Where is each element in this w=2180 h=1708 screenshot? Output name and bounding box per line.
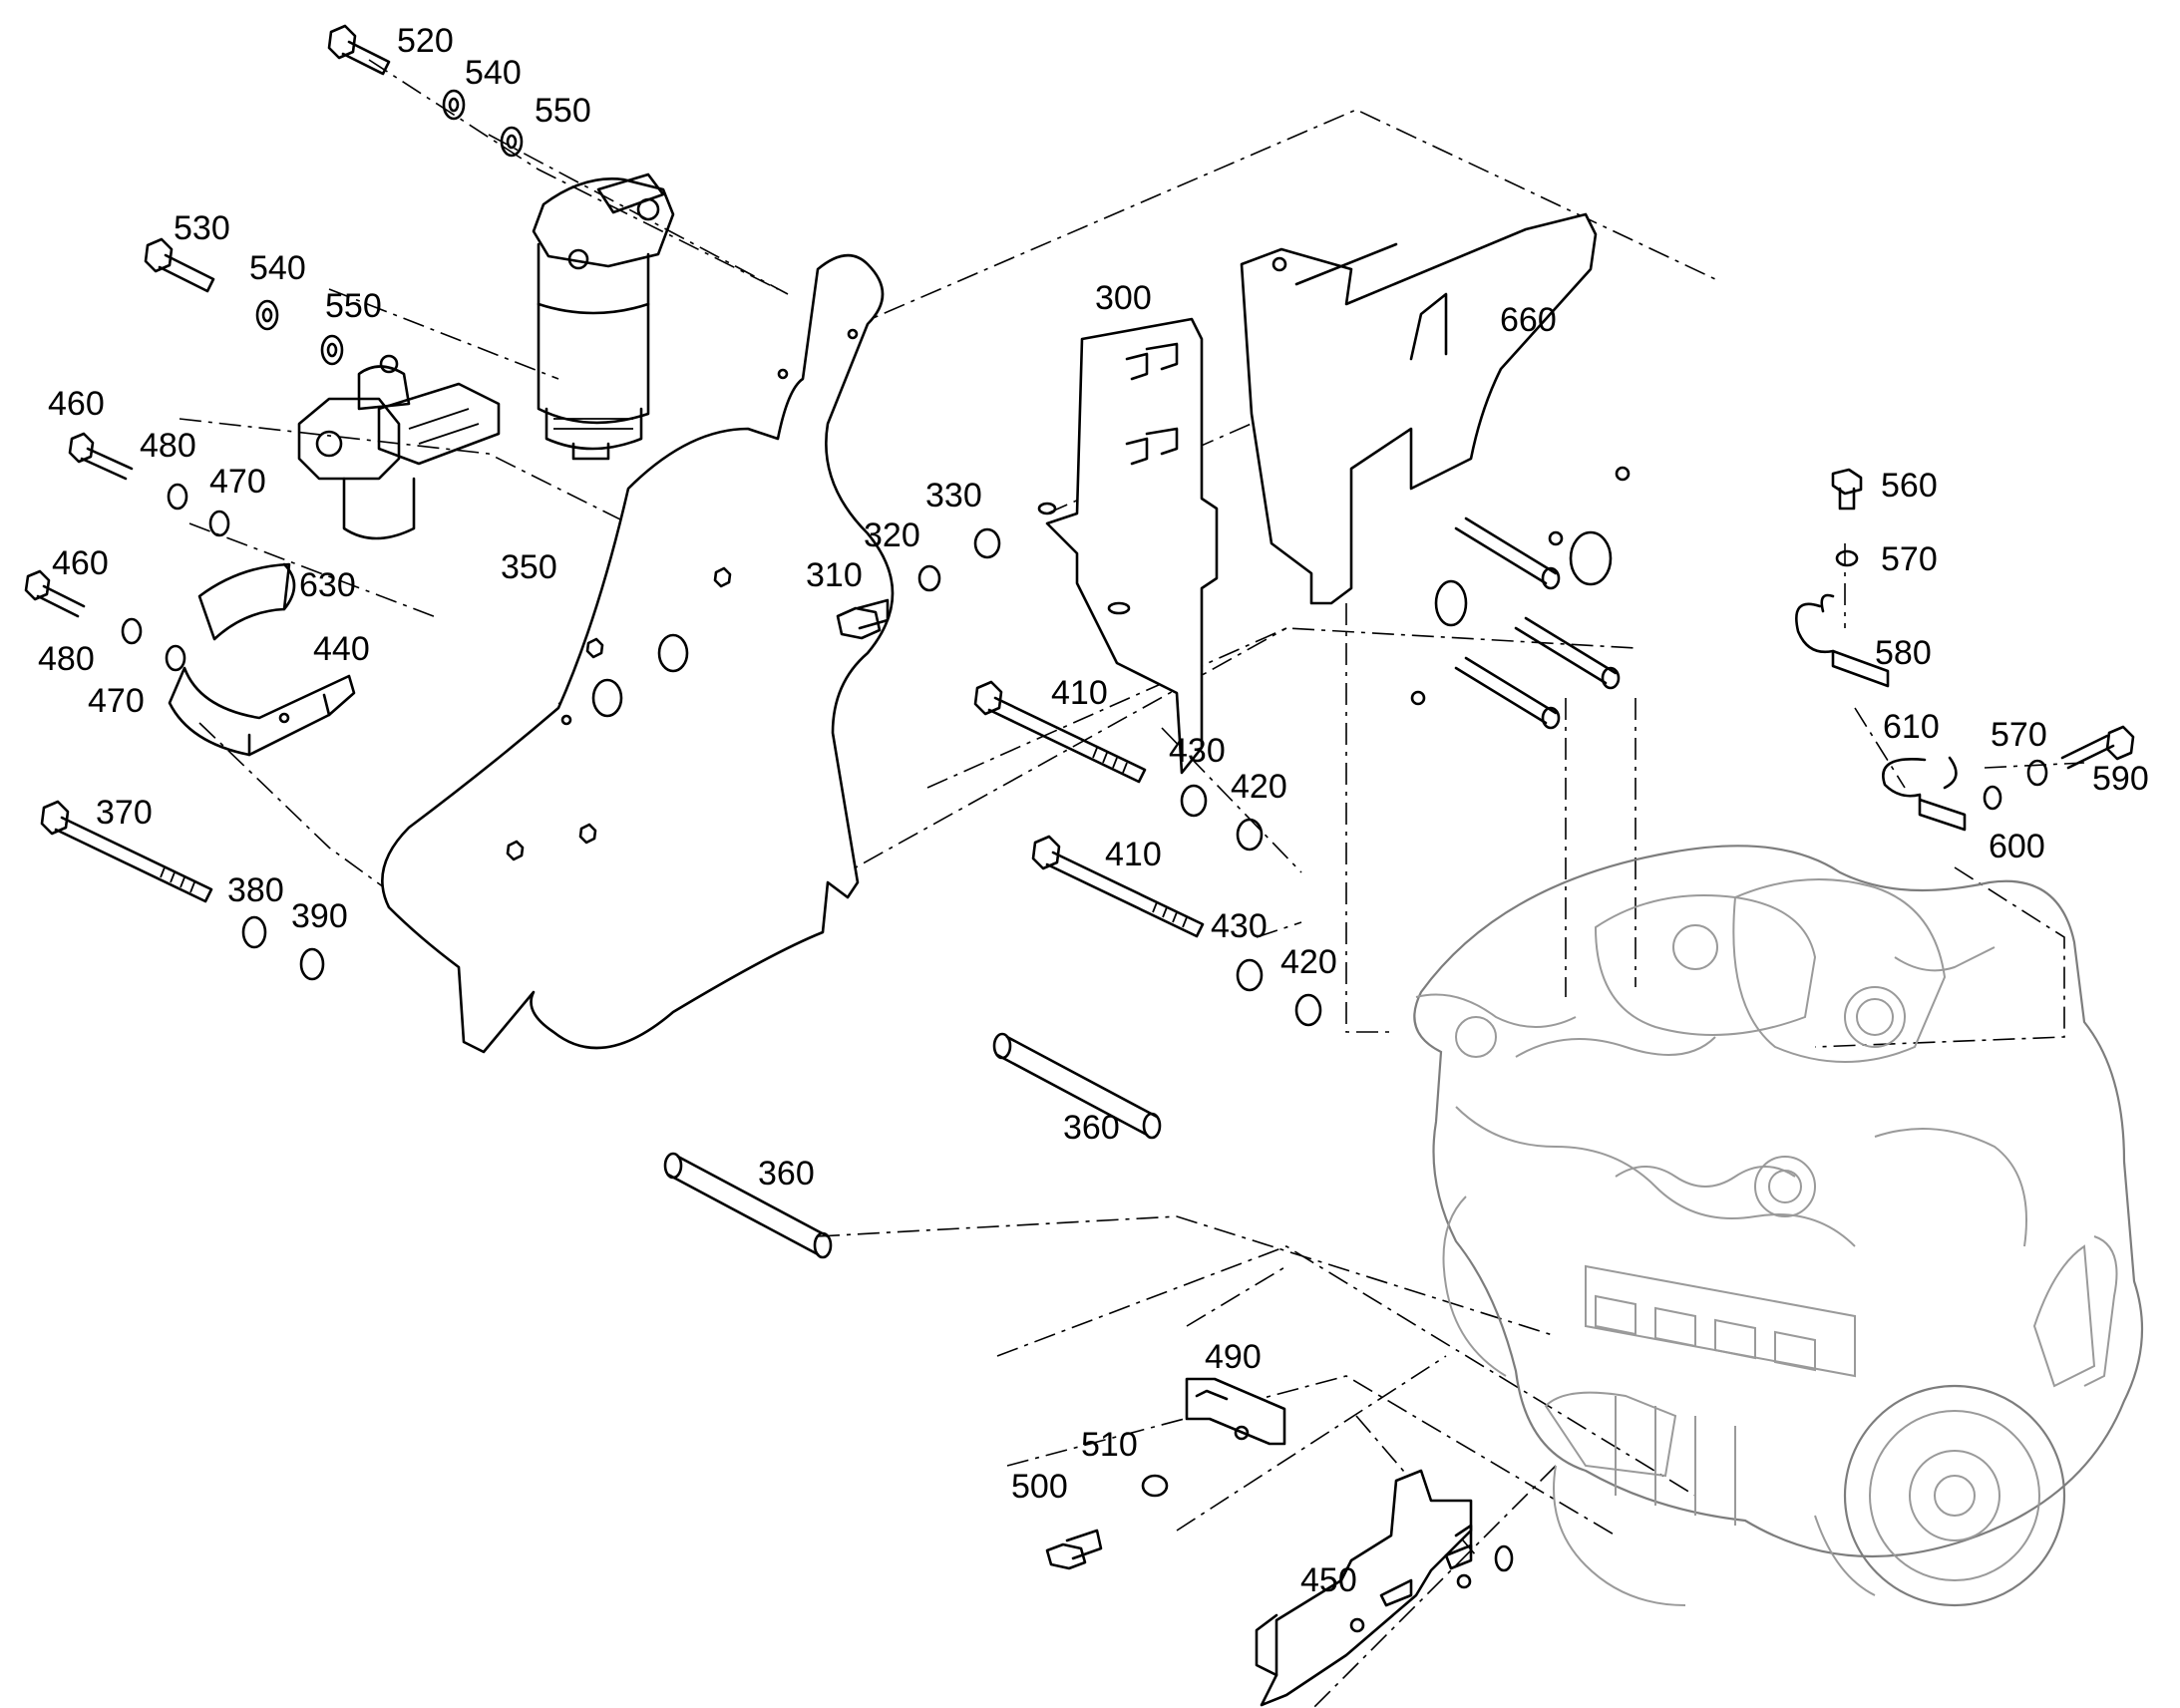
bolt-590 — [2060, 725, 2135, 770]
washer-430-upper — [1180, 784, 1208, 818]
bolt-520 — [327, 24, 391, 76]
washer-430-lower — [1236, 958, 1264, 992]
callout-610: 610 — [1883, 708, 1940, 746]
callout-500: 500 — [1011, 1468, 1068, 1506]
bolt-460-top — [68, 432, 134, 481]
callout-410: 410 — [1051, 674, 1108, 712]
callout-550: 550 — [535, 92, 591, 130]
bracket-300 — [1037, 317, 1219, 775]
callout-labels: 520 540 550 530 540 550 460 480 470 460 … — [38, 22, 2149, 1599]
callout-300: 300 — [1095, 279, 1152, 317]
callout-430: 430 — [1169, 732, 1226, 770]
bolt-310 — [836, 598, 890, 640]
clip-580 — [1795, 593, 1890, 688]
callout-570: 570 — [1991, 716, 2047, 754]
washer-480-top — [167, 483, 188, 511]
callout-450: 450 — [1300, 1561, 1357, 1599]
callout-550: 550 — [325, 287, 382, 325]
callout-440: 440 — [313, 630, 370, 668]
callout-410: 410 — [1105, 836, 1162, 873]
washer-540 — [255, 299, 279, 331]
callout-660: 660 — [1500, 301, 1557, 339]
washer-390 — [299, 947, 325, 981]
washer-540-top — [442, 89, 466, 121]
callout-420: 420 — [1231, 768, 1287, 806]
callout-360: 360 — [1063, 1109, 1120, 1147]
fuel-pump-housing — [297, 354, 501, 540]
spacer-360-left — [663, 1152, 833, 1259]
engine-illustration — [1413, 845, 2144, 1607]
fuel-filter-assembly — [532, 172, 675, 461]
callout-460: 460 — [52, 544, 109, 582]
clamp-half-440 — [168, 666, 356, 757]
callout-470: 470 — [88, 682, 145, 720]
callout-600: 600 — [1989, 828, 2045, 865]
callout-320: 320 — [864, 516, 920, 554]
callout-390: 390 — [291, 897, 348, 935]
washer-570-top — [1835, 549, 1859, 567]
bracket-450 — [1255, 1469, 1514, 1707]
washer-420-upper — [1236, 818, 1264, 852]
washer-330 — [973, 527, 1001, 559]
callout-480: 480 — [38, 640, 95, 678]
callout-330: 330 — [925, 477, 982, 514]
callout-510: 510 — [1081, 1426, 1138, 1464]
callout-540: 540 — [465, 54, 522, 92]
callout-420: 420 — [1280, 943, 1337, 981]
bracket-660 — [1240, 212, 1631, 706]
long-bolt-410-lower — [1031, 835, 1205, 938]
mounting-plate-350 — [381, 253, 895, 1054]
washer-420-lower — [1294, 993, 1322, 1027]
washer-480-lower — [121, 617, 143, 645]
spacer-360-right — [992, 1032, 1162, 1140]
callout-470: 470 — [209, 463, 266, 501]
spacer-tubes-660 — [1454, 516, 1621, 730]
washer-470-lower — [165, 644, 186, 672]
washer-550 — [320, 334, 344, 366]
callout-350: 350 — [501, 548, 557, 586]
callout-540: 540 — [249, 249, 306, 287]
callout-370: 370 — [96, 794, 153, 832]
callout-630: 630 — [299, 566, 356, 604]
callout-530: 530 — [174, 209, 230, 247]
long-bolt-410-upper — [973, 680, 1147, 784]
callout-560: 560 — [1881, 467, 1938, 505]
washer-540-top-hole — [448, 97, 460, 113]
bolt-460-lower — [24, 569, 86, 618]
callout-580: 580 — [1875, 634, 1932, 672]
callout-520: 520 — [397, 22, 454, 60]
washer-550-top — [500, 126, 524, 158]
washer-550-top-hole — [506, 134, 518, 150]
washer-510 — [1141, 1474, 1169, 1498]
washer-600 — [1983, 785, 2002, 811]
washer-470-top — [208, 510, 230, 537]
callout-430: 430 — [1211, 907, 1268, 945]
washer-550-hole — [326, 342, 338, 358]
callout-310: 310 — [806, 556, 863, 594]
callout-480: 480 — [140, 427, 196, 465]
washer-540-hole — [261, 307, 273, 323]
bolt-560 — [1831, 468, 1863, 511]
callout-570: 570 — [1881, 540, 1938, 578]
callout-380: 380 — [227, 871, 284, 909]
bolt-530 — [144, 237, 215, 293]
callout-360: 360 — [758, 1155, 815, 1193]
plate-490 — [1185, 1377, 1286, 1446]
washer-570-right — [2026, 759, 2048, 787]
clamp-half-630 — [197, 562, 296, 641]
callout-490: 490 — [1205, 1338, 1262, 1376]
washer-380 — [241, 915, 267, 949]
bolt-500 — [1045, 1529, 1103, 1570]
callout-590: 590 — [2092, 760, 2149, 798]
washer-320 — [917, 564, 941, 592]
clip-610 — [1882, 756, 1967, 832]
long-bolt-370 — [40, 800, 213, 903]
callout-460: 460 — [48, 385, 105, 423]
